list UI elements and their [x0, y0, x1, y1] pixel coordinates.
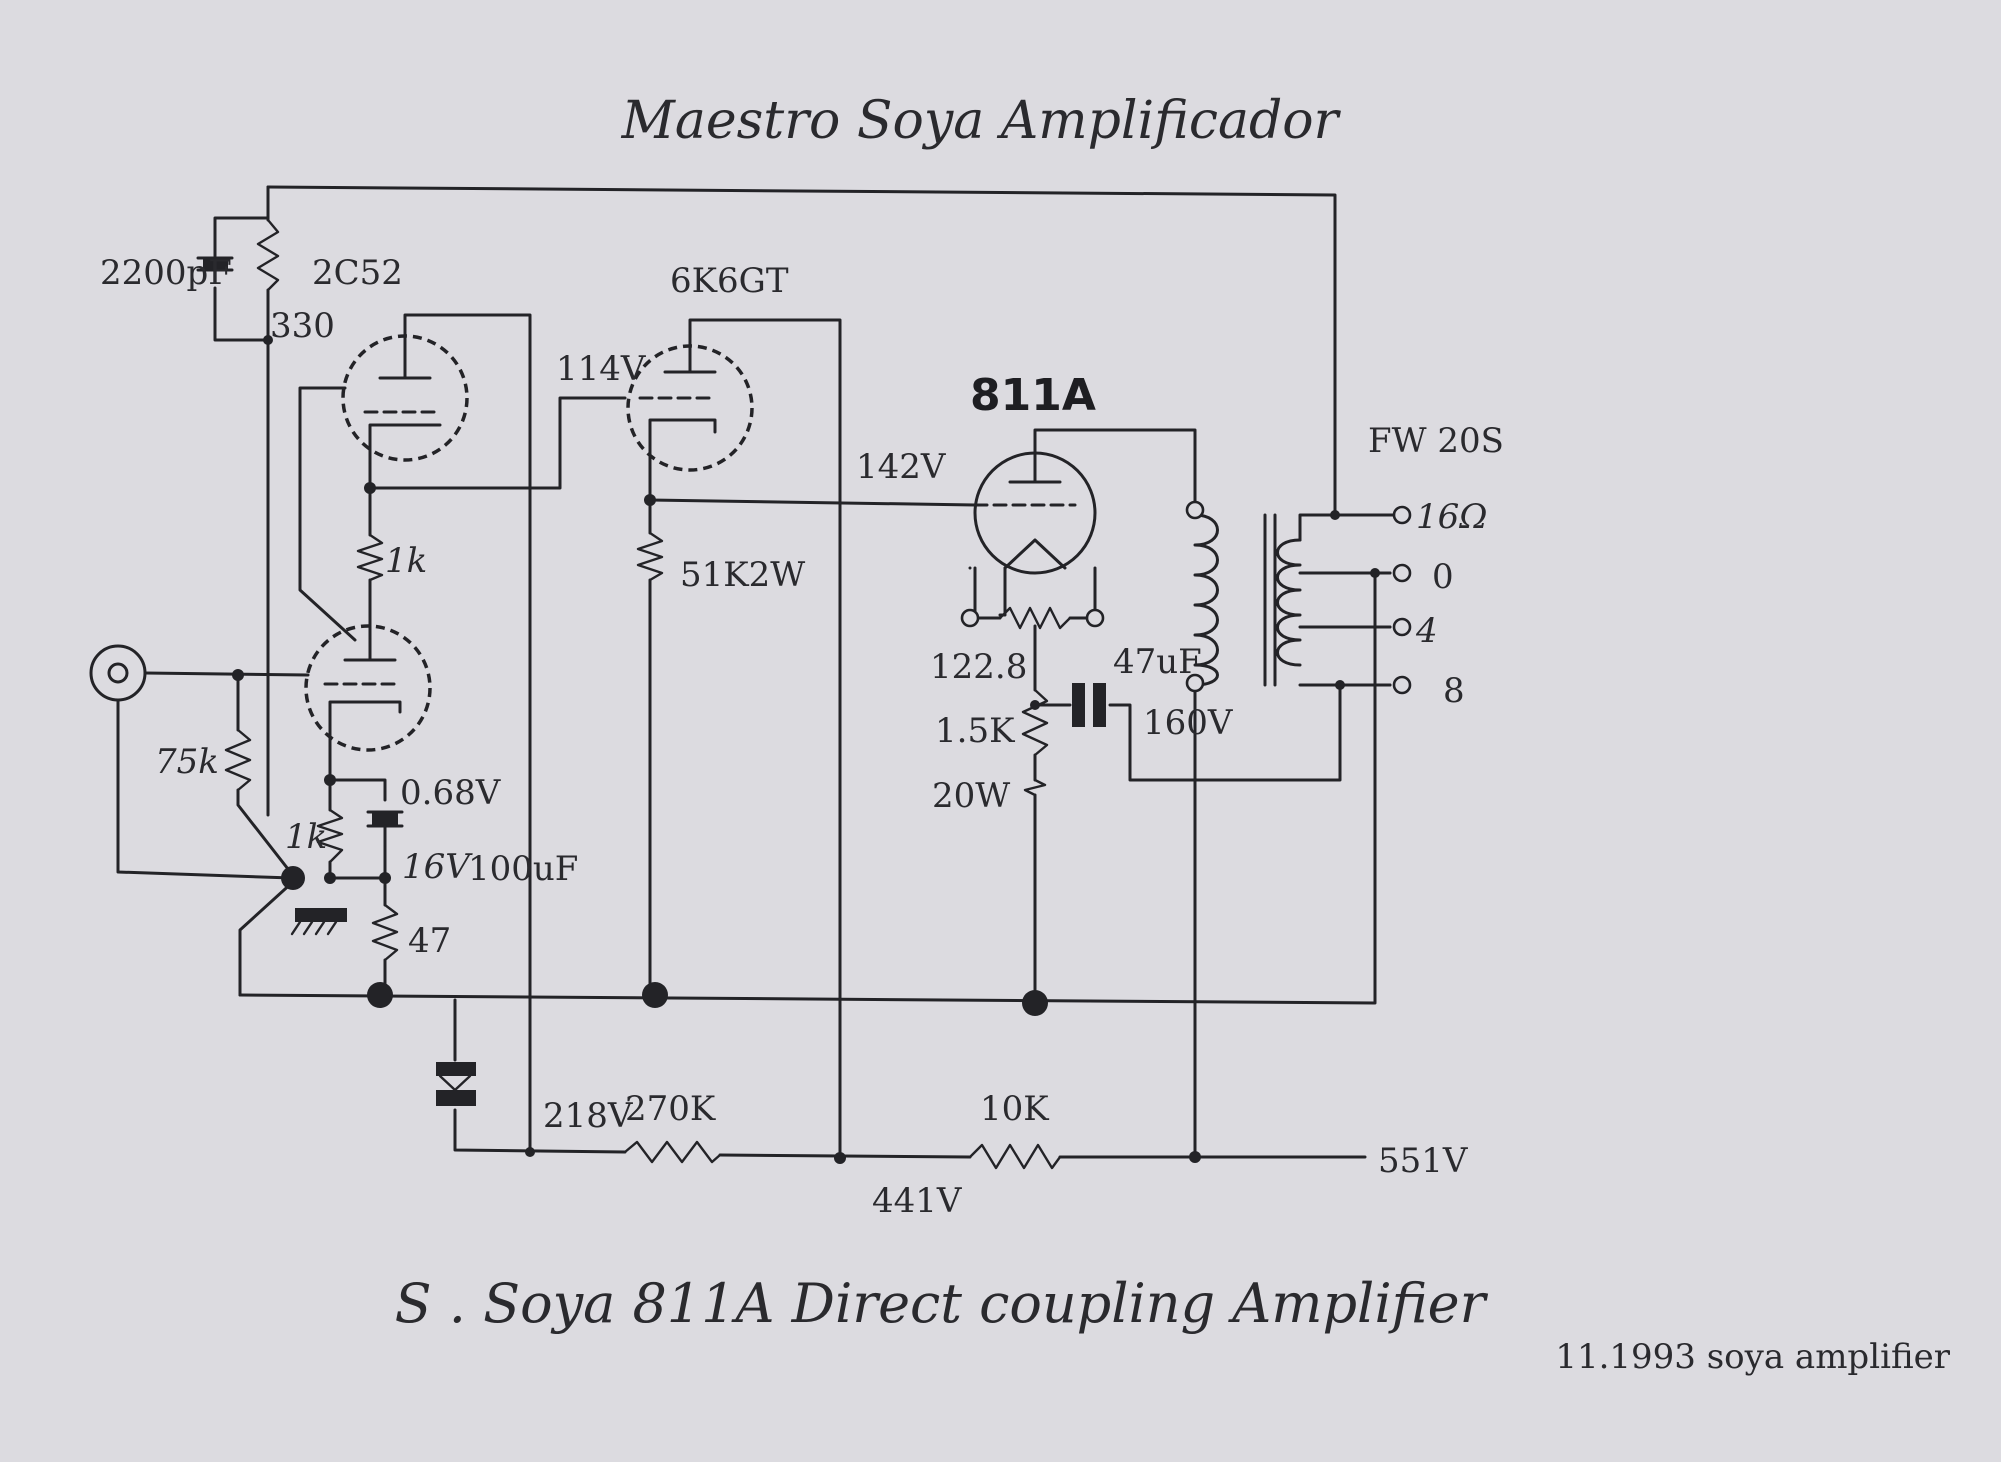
terminal-filament-left — [960, 608, 980, 628]
resistor-1k-upper — [356, 533, 384, 582]
terminal-8[interactable] — [1392, 675, 1412, 695]
label-811a: 811A — [970, 370, 1096, 421]
label-tap-16: 16Ω — [1416, 497, 1487, 537]
resistor-51k2w — [636, 531, 664, 582]
resistor-20w — [1023, 778, 1047, 797]
label-1k-lower: 1k — [285, 817, 327, 857]
resistor-330 — [256, 218, 280, 292]
input-jack[interactable] — [89, 644, 147, 702]
label-6k6gt: 6K6GT — [670, 261, 789, 301]
capacitor-supply — [436, 1062, 476, 1106]
label-47uf: 47uF — [1113, 642, 1202, 682]
label-fw20s: FW 20S — [1368, 421, 1504, 461]
resistor-1k-lower — [316, 808, 344, 864]
tube-811a — [973, 451, 1097, 575]
label-tap-4: 4 — [1415, 611, 1438, 651]
label-16v: 16V — [402, 847, 473, 887]
label-20w: 20W — [932, 776, 1010, 816]
label-1-5k: 1.5K — [935, 711, 1015, 751]
label-1228: 122.8 — [930, 647, 1027, 687]
resistor-47 — [371, 903, 399, 962]
label-2c52: 2C52 — [312, 253, 403, 293]
bias-ground-element — [290, 908, 347, 936]
capacitor-47uf — [1072, 683, 1106, 727]
label-100uf: 100uF — [468, 849, 578, 889]
label-114v: 114V — [556, 349, 647, 389]
tube-2c52-upper — [341, 334, 469, 464]
label-47: 47 — [408, 921, 451, 961]
label-tap-8: 8 — [1443, 671, 1465, 711]
resistor-10k — [968, 1143, 1062, 1170]
label-270k: 270K — [625, 1089, 716, 1129]
label-10k: 10K — [980, 1089, 1049, 1129]
tube-2c52-lower — [304, 624, 432, 752]
resistor-270k — [623, 1140, 722, 1164]
resistor-75k — [224, 728, 252, 792]
terminal-16-ohm[interactable] — [1392, 505, 1412, 525]
label-142v: 142V — [856, 447, 947, 487]
diagram-title: Maestro Soya Amplificador — [621, 91, 1342, 151]
output-transformer — [1193, 513, 1337, 687]
label-75k: 75k — [155, 742, 219, 782]
terminal-4[interactable] — [1392, 617, 1412, 637]
label-51k2w: 51K2W — [680, 555, 805, 595]
label-1k-upper: 1k — [385, 541, 427, 581]
terminal-primary-bottom — [1185, 673, 1205, 693]
terminal-0[interactable] — [1392, 563, 1412, 583]
junction-dots — [232, 335, 1380, 1164]
capacitor-100uf — [366, 810, 404, 847]
capacitor-2200pf — [196, 256, 234, 272]
label-551v: 551V — [1378, 1141, 1469, 1181]
footnote: 11.1993 soya amplifier — [1555, 1337, 1950, 1377]
resistor-filament-pot — [998, 606, 1072, 630]
label-2200pf: 2200pF — [100, 253, 232, 293]
label-441v: 441V — [872, 1181, 963, 1221]
tube-6k6gt — [626, 340, 754, 472]
terminal-primary-top — [1185, 500, 1205, 520]
terminal-filament-right — [1085, 608, 1105, 628]
resistor-1-5k — [1021, 688, 1049, 757]
label-tap-0: 0 — [1432, 557, 1454, 597]
diagram-caption: S . Soya 811A Direct coupling Amplifier — [395, 1272, 1489, 1335]
label-068v: 0.68V — [400, 773, 502, 813]
label-330: 330 — [270, 306, 335, 346]
label-160v: 160V — [1143, 703, 1234, 743]
label-218v: 218V — [543, 1096, 634, 1136]
